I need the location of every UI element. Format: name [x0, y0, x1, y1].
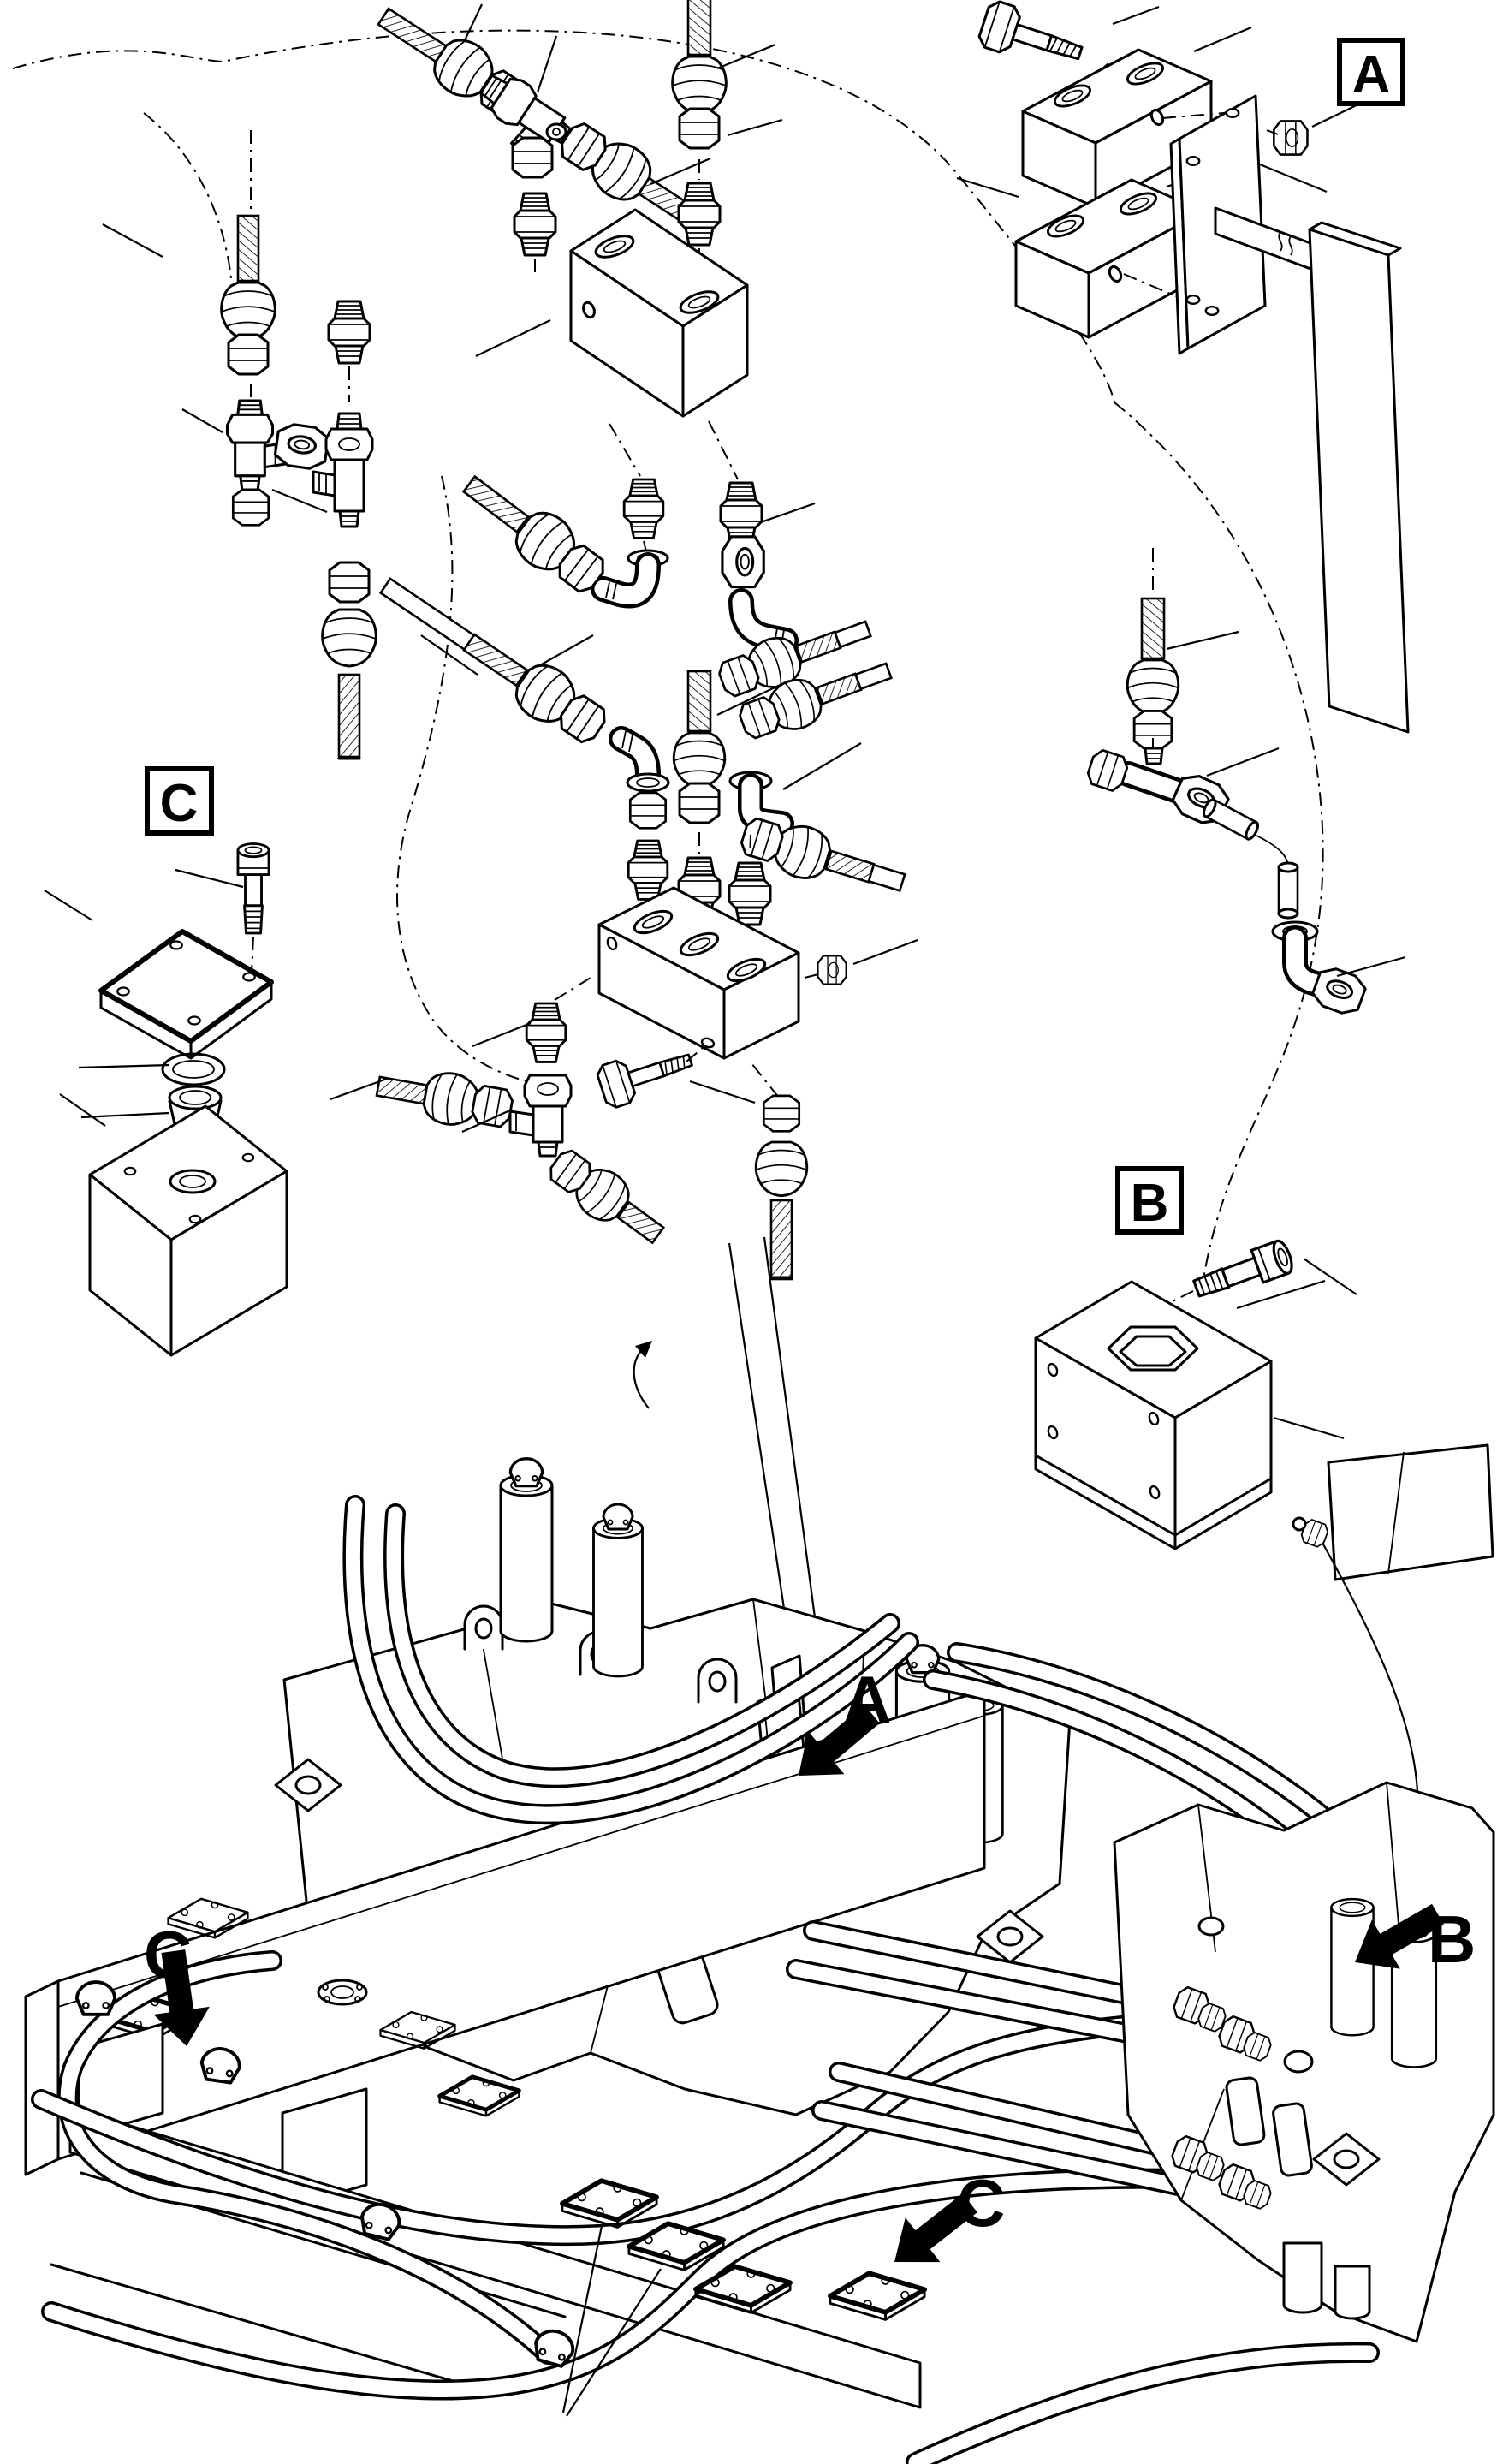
pilot-cylinder	[592, 1517, 644, 1678]
pilot-cylinder	[499, 1473, 554, 1643]
section-c-exploded: C	[44, 766, 288, 1357]
section-c-marker: C	[145, 766, 214, 836]
valve-block	[88, 1104, 288, 1357]
hex-nut	[817, 955, 847, 985]
drilled-block-upper	[1021, 48, 1213, 209]
callout-c1: C	[144, 1917, 215, 2050]
hex-nut	[1273, 120, 1309, 156]
m1-lower-columns	[461, 420, 893, 742]
curved-direction-arrow	[633, 1341, 652, 1409]
center-manifold-group	[330, 577, 918, 1409]
boss-port	[274, 1758, 342, 1812]
grease-fitting	[1292, 1516, 1331, 1550]
hose-assembly	[544, 1145, 666, 1245]
section-a-marker: A	[1337, 38, 1405, 106]
callout-c2: C	[876, 2165, 1005, 2285]
section-a-label: A	[1352, 45, 1391, 104]
hose-assembly	[461, 474, 610, 598]
spool-lug	[463, 1604, 504, 1651]
plug-block	[1034, 1280, 1273, 1550]
tee-fitting	[1084, 747, 1233, 830]
hose-assembly	[377, 7, 532, 122]
hose-assembly	[1126, 597, 1180, 750]
pilot-cylinder	[1330, 1897, 1375, 2037]
cover-plate	[98, 929, 274, 1060]
spool-lug	[697, 1658, 738, 1704]
tall-plate	[1308, 221, 1410, 734]
hose-assembly	[737, 815, 906, 893]
hose-assembly	[672, 670, 727, 824]
section-b-exploded: B	[1034, 1166, 1357, 1550]
hex-plug	[1107, 1325, 1199, 1372]
section-c-label: C	[160, 774, 199, 833]
tube-sleeve	[1202, 798, 1260, 841]
boss-port	[976, 1909, 1044, 1964]
elbow-fitting	[1271, 920, 1370, 1020]
hose-assembly	[375, 1068, 515, 1130]
hose-assembly	[735, 662, 893, 742]
lower-valve-assembly	[24, 1236, 1495, 2464]
valve-body-right	[1113, 1781, 1495, 2343]
right-middle-chain	[1084, 548, 1406, 1020]
o-ring	[161, 1052, 226, 1086]
section-b-label: B	[1131, 1174, 1169, 1233]
round-flange	[317, 1979, 368, 2006]
top-center-fittings	[377, 0, 783, 418]
pilot-pipes	[31, 1495, 1380, 2464]
section-b-marker: B	[1115, 1166, 1184, 1235]
callout-a: A	[780, 1662, 891, 1798]
hose-assembly	[715, 620, 872, 700]
manifold-block-upper	[569, 208, 749, 418]
hose-assembly	[671, 0, 728, 150]
manifold-block-center	[597, 886, 800, 1060]
center-left-column	[271, 300, 377, 760]
torn-sheet	[1327, 1443, 1494, 1581]
tube-sleeve	[1277, 861, 1299, 920]
banjo-tee	[312, 412, 374, 528]
banjo-tee	[508, 1074, 573, 1158]
pipe-clamp	[74, 1980, 117, 2016]
hose-assembly	[378, 577, 612, 748]
left-fitting-cluster	[102, 214, 331, 527]
section-a-exploded: A	[956, 0, 1410, 734]
hose-assembly	[220, 214, 276, 376]
callout-b: B	[1340, 1890, 1476, 1987]
